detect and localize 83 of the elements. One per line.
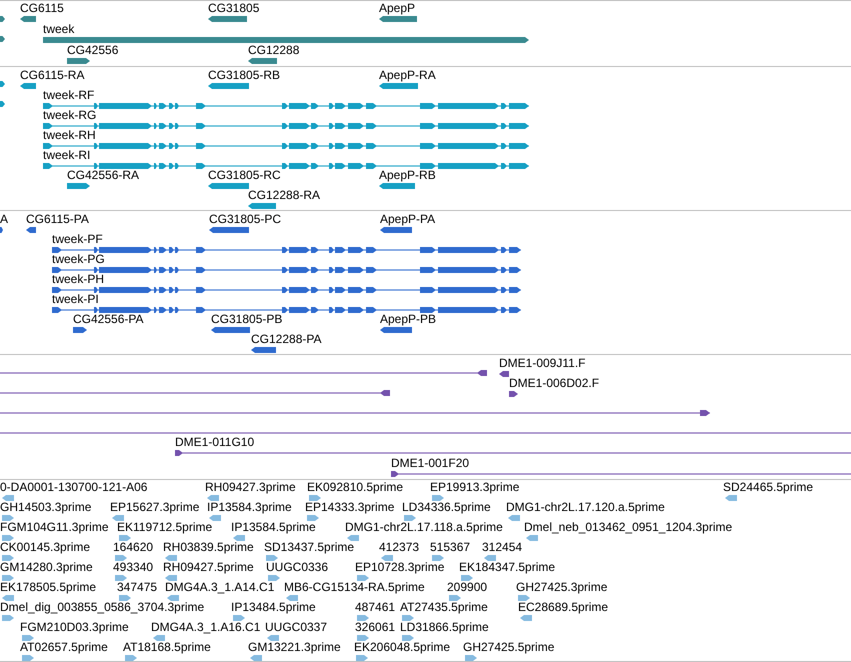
feature-label: GH27425.3prime <box>516 580 608 594</box>
feature-label: UUGC0336 <box>266 560 328 574</box>
feature-label: 0-DA0001-130700-121-A06 <box>0 480 148 494</box>
feature-label: 347475 <box>117 580 158 594</box>
feature-label: FGM210D03.3prime <box>20 620 129 634</box>
feature-label: CG12288 <box>248 43 300 57</box>
feature-label: DMG4A.3_1.A16.C1 <box>151 620 260 634</box>
feature-label: tweek-RF <box>43 88 94 102</box>
feature-label: CG12288-RA <box>248 188 320 202</box>
feature-label: CG31805 <box>208 1 260 15</box>
feature-label: CG12288-PA <box>251 332 322 346</box>
feature-label: 487461 <box>355 600 396 614</box>
feature-label: GM14280.3prime <box>0 560 93 574</box>
feature-label: ApepP-PB <box>380 312 436 326</box>
feature-label: DME1-009J11.F <box>499 356 586 370</box>
feature-label: SD24465.5prime <box>723 480 814 494</box>
feature-label: CG6115-RA <box>20 68 84 82</box>
feature-label: tweek-PF <box>52 232 103 246</box>
feature-label: CG6115 <box>20 1 64 15</box>
feature-label: CG6115-PA <box>26 212 89 226</box>
feature-label: CG42556-RA <box>67 168 140 182</box>
feature-label: RH03839.5prime <box>163 540 254 554</box>
feature-label: CK00145.3prime <box>0 540 90 554</box>
feature-label: CG31805-RC <box>208 168 281 182</box>
feature-label: tweek <box>43 22 74 36</box>
feature-label: tweek-RI <box>43 148 90 162</box>
feature-label: DMG1-chr2L.17.118.a.5prime <box>345 520 503 534</box>
feature-label: tweek-PH <box>52 272 104 286</box>
feature-label: AT02657.5prime <box>20 640 108 654</box>
feature-label: 326061 <box>355 620 396 634</box>
feature-label: CG31805-PB <box>211 312 282 326</box>
feature-label: A <box>0 212 8 226</box>
feature-label: EP10728.3prime <box>355 560 444 574</box>
feature-label: ApepP-RB <box>379 168 436 182</box>
feature-label: Dmel_neb_013462_0951_1204.3prime <box>524 520 732 534</box>
feature-label: IP13584.3prime <box>207 500 292 514</box>
feature-label: DME1-006D02.F <box>509 376 600 390</box>
feature-label: ApepP-PA <box>380 212 436 226</box>
feature-label: EC28689.5prime <box>518 600 608 614</box>
feature-label: UUGC0337 <box>265 620 328 634</box>
feature-label: GH27425.5prime <box>463 640 554 654</box>
feature-label: CG31805-RB <box>208 68 280 82</box>
feature-label: LD31866.5prime <box>400 620 489 634</box>
feature-label: 493340 <box>113 560 154 574</box>
feature-label: DMG1-chr2L.17.120.a.5prime <box>506 500 665 514</box>
feature-label: tweek-RG <box>43 108 96 122</box>
feature-label: CG42556-PA <box>73 312 144 326</box>
feature-label: EK184347.5prime <box>459 560 556 574</box>
feature-label: RH09427.3prime <box>205 480 296 494</box>
feature-label: 164620 <box>113 540 154 554</box>
feature-label: EK119712.5prime <box>117 520 212 534</box>
feature-label: ApepP <box>379 1 416 15</box>
feature-label: SD13437.5prime <box>264 540 354 554</box>
feature-label: EP14333.3prime <box>305 500 394 514</box>
feature-label: GH14503.3prime <box>0 500 92 514</box>
feature-label: EP19913.3prime <box>430 480 520 494</box>
feature-label: 515367 <box>430 540 470 554</box>
feature-label: EP15627.3prime <box>110 500 200 514</box>
feature-label: LD34336.5prime <box>402 500 491 514</box>
feature-label: IP13484.5prime <box>231 600 316 614</box>
feature-label: ApepP-RA <box>379 68 436 82</box>
feature-label: EK206048.5prime <box>354 640 450 654</box>
feature-label: DMG4A.3_1.A14.C1 <box>165 580 274 594</box>
feature-label: MB6-CG15134-RA.5prime <box>284 580 425 594</box>
feature-label: GM13221.3prime <box>248 640 341 654</box>
feature-label: 209900 <box>447 580 488 594</box>
feature-label: tweek-PG <box>52 252 105 266</box>
feature-label: EK092810.5prime <box>307 480 404 494</box>
feature-label: RH09427.5prime <box>163 560 254 574</box>
feature-label: tweek-RH <box>43 128 96 142</box>
feature-label: AT27435.5prime <box>400 600 488 614</box>
feature-label: IP13584.5prime <box>231 520 316 534</box>
feature-label: tweek-PI <box>52 292 99 306</box>
feature-label: CG42556 <box>67 43 118 57</box>
feature-label: Dmel_dig_003855_0586_3704.3prime <box>0 600 204 614</box>
feature-label: CG31805-PC <box>209 212 282 226</box>
feature-label: AT18168.5prime <box>123 640 211 654</box>
feature-label: DME1-011G10 <box>175 435 254 449</box>
feature-label: FGM104G11.3prime <box>0 520 108 534</box>
feature-label: DME1-001F20 <box>391 456 470 470</box>
feature-label: 412373 <box>379 540 420 554</box>
feature-label: EK178505.5prime <box>0 580 96 594</box>
feature-label: 312454 <box>482 540 522 554</box>
